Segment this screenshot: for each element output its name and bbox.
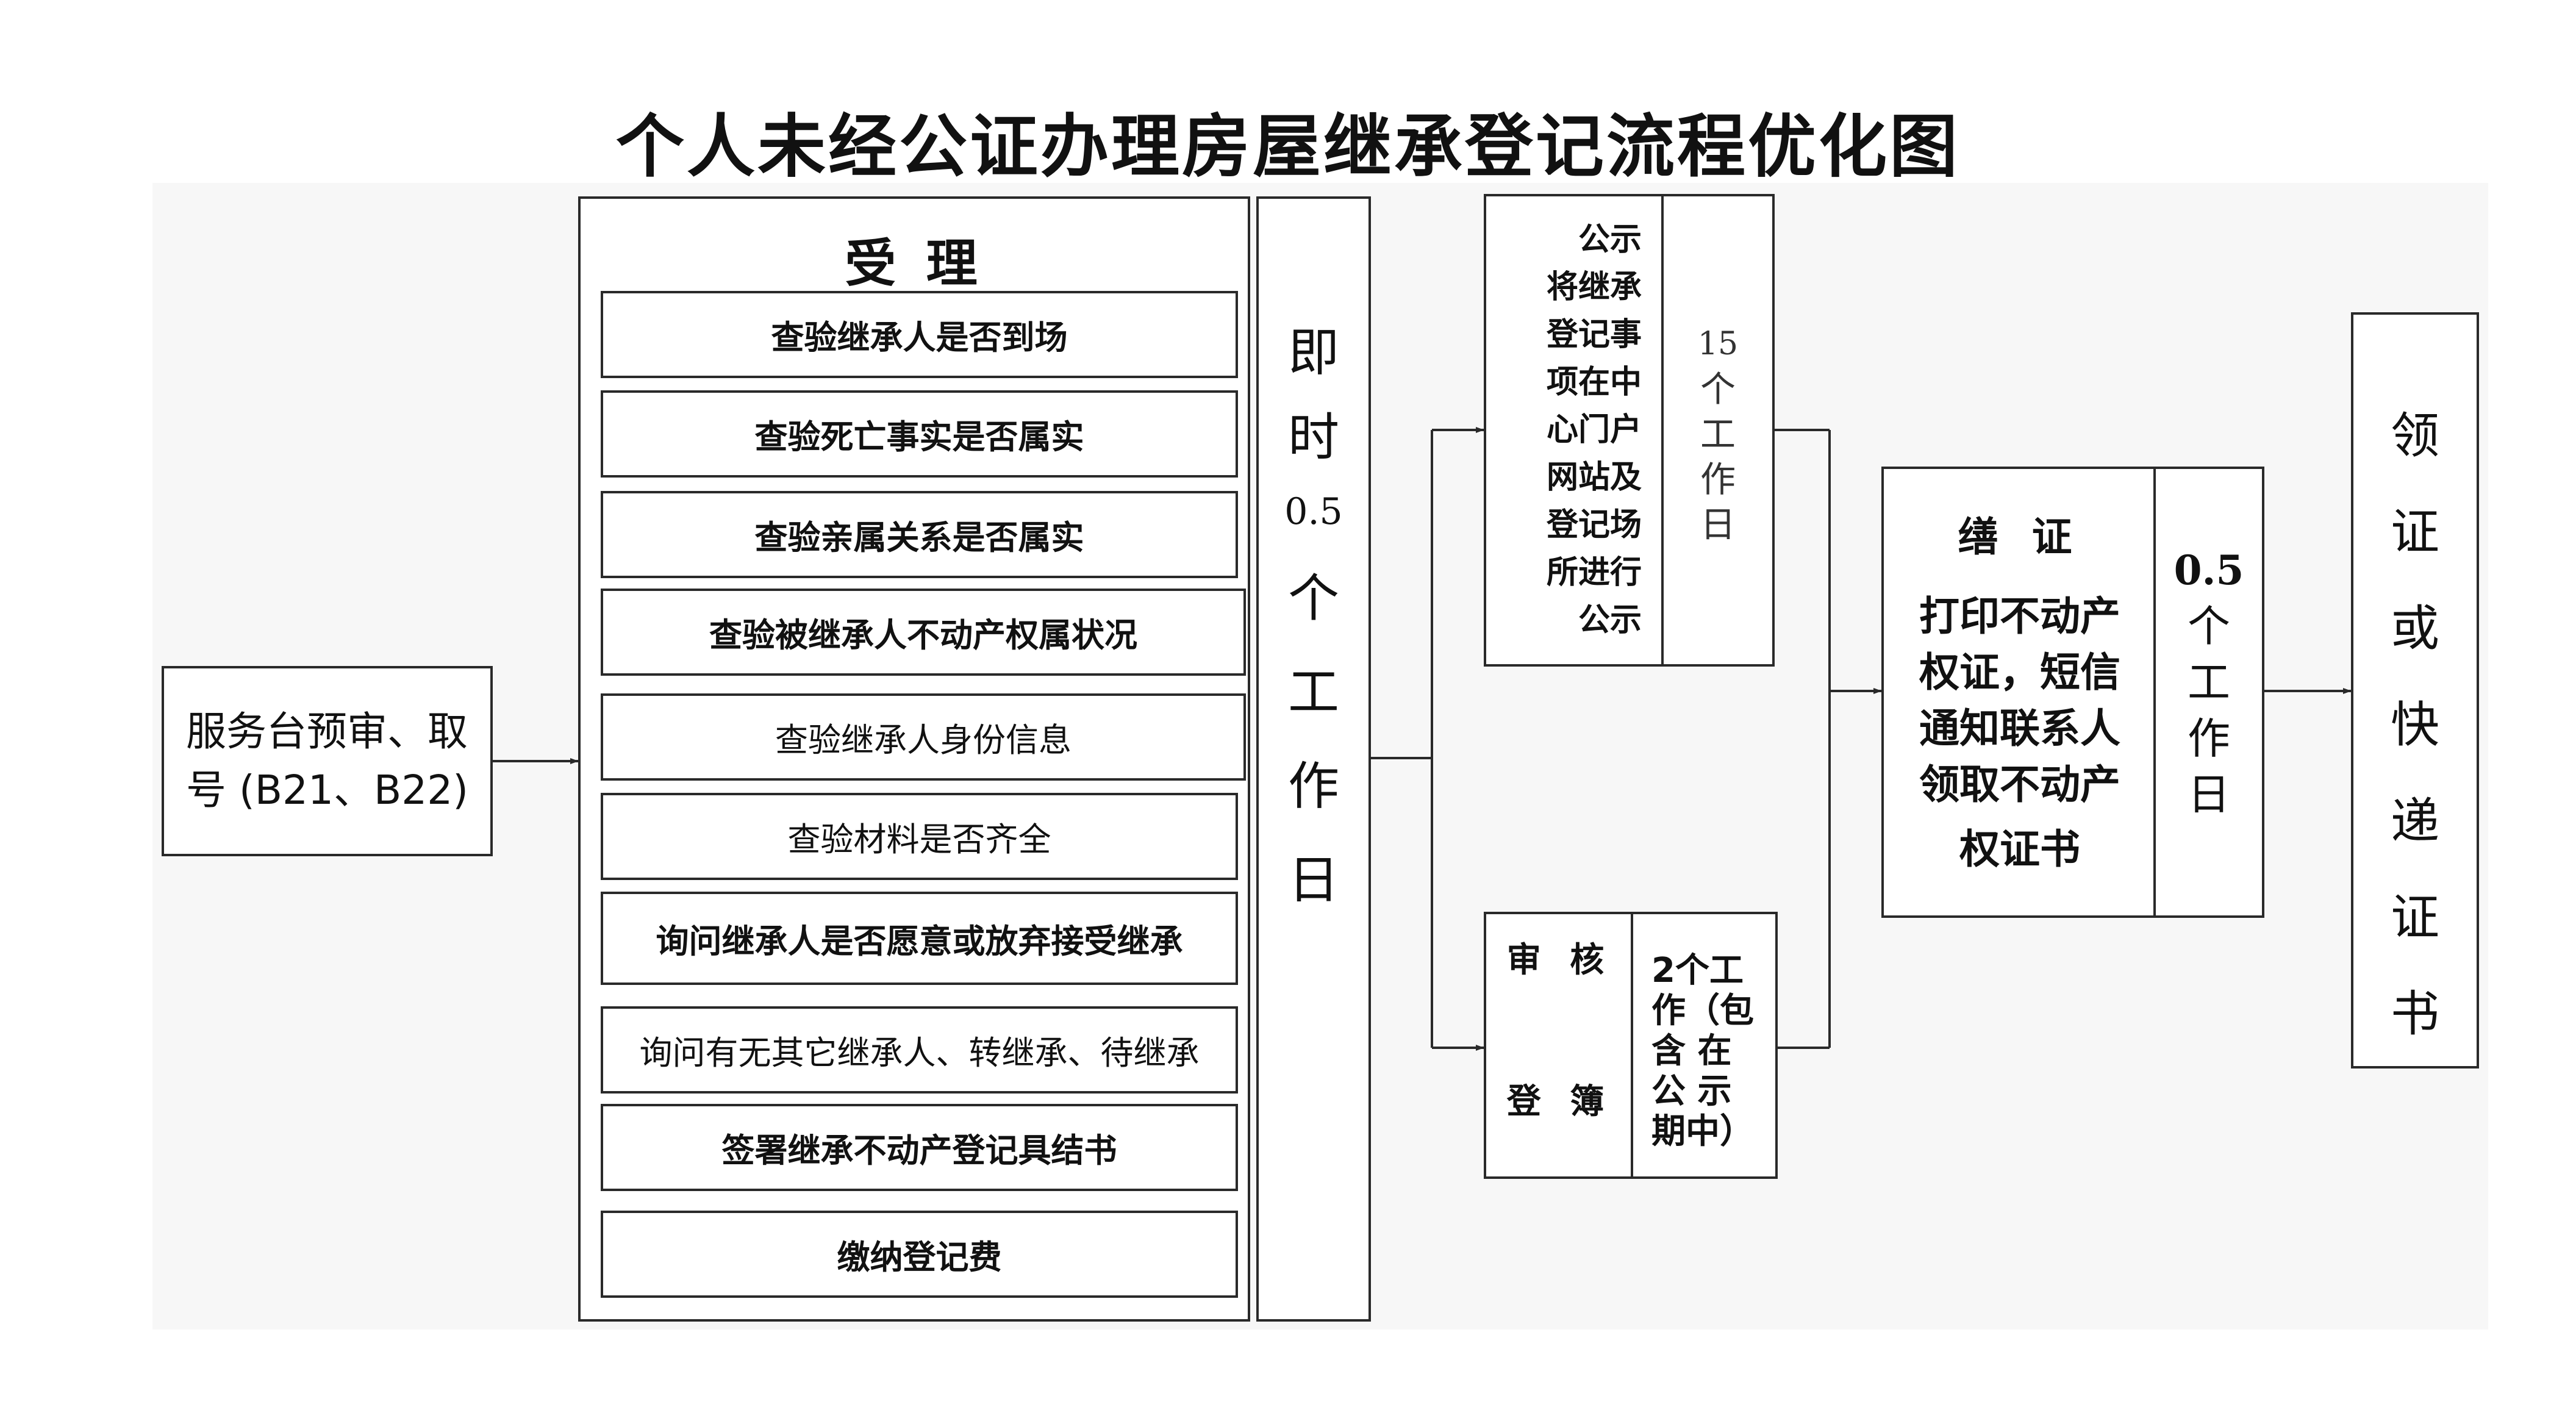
certificate-line-5: 权证书 bbox=[1959, 826, 2080, 873]
acceptance-item-4: 查验被继承人不动产权属状况 bbox=[601, 589, 1246, 676]
acceptance-time-char-1: 即 bbox=[1287, 323, 1339, 382]
page-title: 个人未经公证办理房屋继承登记流程优化图 bbox=[616, 107, 1960, 187]
certificate-time-char-2: 工 bbox=[2188, 657, 2230, 707]
final-box-collect-certificate: 领 证 或 快 递 证 书 bbox=[2351, 312, 2479, 1068]
review-box: 审 核 登 簿 bbox=[1484, 912, 1633, 1179]
review-row-1: 审 核 bbox=[1506, 940, 1613, 980]
certificate-heading: 缮 证 bbox=[1958, 514, 2082, 560]
final-char-2: 证 bbox=[2391, 504, 2439, 560]
review-time-line-1: 2个工 bbox=[1651, 951, 1744, 990]
review-time-line-4: 公 示 bbox=[1651, 1072, 1732, 1111]
certificate-time-char-3: 作 bbox=[2188, 714, 2230, 764]
acceptance-time-char-4: 工 bbox=[1287, 662, 1339, 722]
final-char-3: 或 bbox=[2391, 600, 2439, 657]
start-line-1: 服务台预审、取 bbox=[186, 708, 468, 756]
start-box-service-desk: 服务台预审、取 号 (B21、B22) bbox=[162, 666, 493, 856]
certificate-time-number: 0.5 bbox=[2174, 546, 2244, 594]
publicity-time-number: 15 bbox=[1697, 326, 1739, 362]
certificate-time-char-1: 个 bbox=[2188, 601, 2230, 651]
acceptance-heading: 受 理 bbox=[845, 234, 984, 293]
start-line-2: 号 (B21、B22) bbox=[186, 767, 468, 814]
final-char-6: 证 bbox=[2391, 889, 2439, 946]
review-time-line-3: 含 在 bbox=[1651, 1031, 1732, 1071]
review-time-box: 2个工 作（包 含 在 公 示 期中） bbox=[1631, 912, 1778, 1179]
acceptance-time-char-5: 作 bbox=[1287, 756, 1339, 816]
certificate-time-char-4: 日 bbox=[2188, 770, 2230, 820]
publicity-line-7: 登记场 bbox=[1546, 507, 1642, 543]
publicity-box: 公示 将继承 登记事 项在中 心门户 网站及 登记场 所进行 公示 bbox=[1484, 194, 1664, 667]
acceptance-time-char-2: 时 bbox=[1287, 407, 1339, 467]
acceptance-time-number: 0.5 bbox=[1284, 490, 1343, 533]
final-char-1: 领 bbox=[2391, 407, 2439, 464]
acceptance-item-2: 查验死亡事实是否属实 bbox=[601, 390, 1238, 478]
publicity-line-4: 项在中 bbox=[1546, 364, 1642, 401]
final-char-4: 快 bbox=[2391, 696, 2439, 753]
publicity-time-box: 15 个 工 作 日 bbox=[1661, 194, 1775, 667]
publicity-time-char-2: 工 bbox=[1700, 413, 1736, 455]
acceptance-item-10: 缴纳登记费 bbox=[601, 1211, 1238, 1298]
publicity-line-8: 所进行 bbox=[1546, 554, 1642, 591]
publicity-line-2: 将继承 bbox=[1546, 269, 1642, 306]
acceptance-time-box: 即 时 0.5 个 工 作 日 bbox=[1256, 196, 1371, 1322]
review-row-2: 登 簿 bbox=[1506, 1082, 1613, 1122]
publicity-line-3: 登记事 bbox=[1546, 317, 1642, 353]
final-char-5: 递 bbox=[2391, 793, 2439, 850]
certificate-line-4: 领取不动产 bbox=[1919, 761, 2120, 808]
final-char-7: 书 bbox=[2391, 986, 2439, 1042]
acceptance-item-9: 签署继承不动产登记具结书 bbox=[601, 1104, 1238, 1191]
acceptance-item-7: 询问继承人是否愿意或放弃接受继承 bbox=[601, 892, 1238, 985]
acceptance-time-char-3: 个 bbox=[1287, 568, 1339, 628]
certificate-line-1: 打印不动产 bbox=[1919, 593, 2120, 640]
certificate-time-box: 0.5 个 工 作 日 bbox=[2153, 467, 2264, 918]
acceptance-item-1: 查验继承人是否到场 bbox=[601, 291, 1238, 378]
certificate-box: 缮 证 打印不动产 权证，短信 通知联系人 领取不动产 权证书 bbox=[1881, 467, 2156, 918]
acceptance-item-8: 询问有无其它继承人、转继承、待继承 bbox=[601, 1006, 1238, 1093]
acceptance-item-6: 查验材料是否齐全 bbox=[601, 793, 1238, 880]
publicity-time-char-3: 作 bbox=[1700, 459, 1736, 500]
acceptance-item-3: 查验亲属关系是否属实 bbox=[601, 491, 1238, 578]
publicity-line-9: 公示 bbox=[1578, 602, 1642, 639]
review-time-line-2: 作（包 bbox=[1651, 991, 1754, 1031]
certificate-line-2: 权证，短信 bbox=[1919, 649, 2120, 696]
certificate-line-3: 通知联系人 bbox=[1919, 705, 2120, 752]
publicity-line-5: 心门户 bbox=[1546, 412, 1642, 448]
publicity-line-6: 网站及 bbox=[1546, 459, 1642, 496]
acceptance-time-char-6: 日 bbox=[1287, 850, 1339, 910]
acceptance-item-5: 查验继承人身份信息 bbox=[601, 693, 1246, 781]
publicity-time-char-1: 个 bbox=[1700, 368, 1736, 410]
review-time-line-5: 期中） bbox=[1651, 1112, 1754, 1151]
publicity-line-1: 公示 bbox=[1578, 221, 1642, 258]
publicity-time-char-4: 日 bbox=[1700, 504, 1736, 545]
